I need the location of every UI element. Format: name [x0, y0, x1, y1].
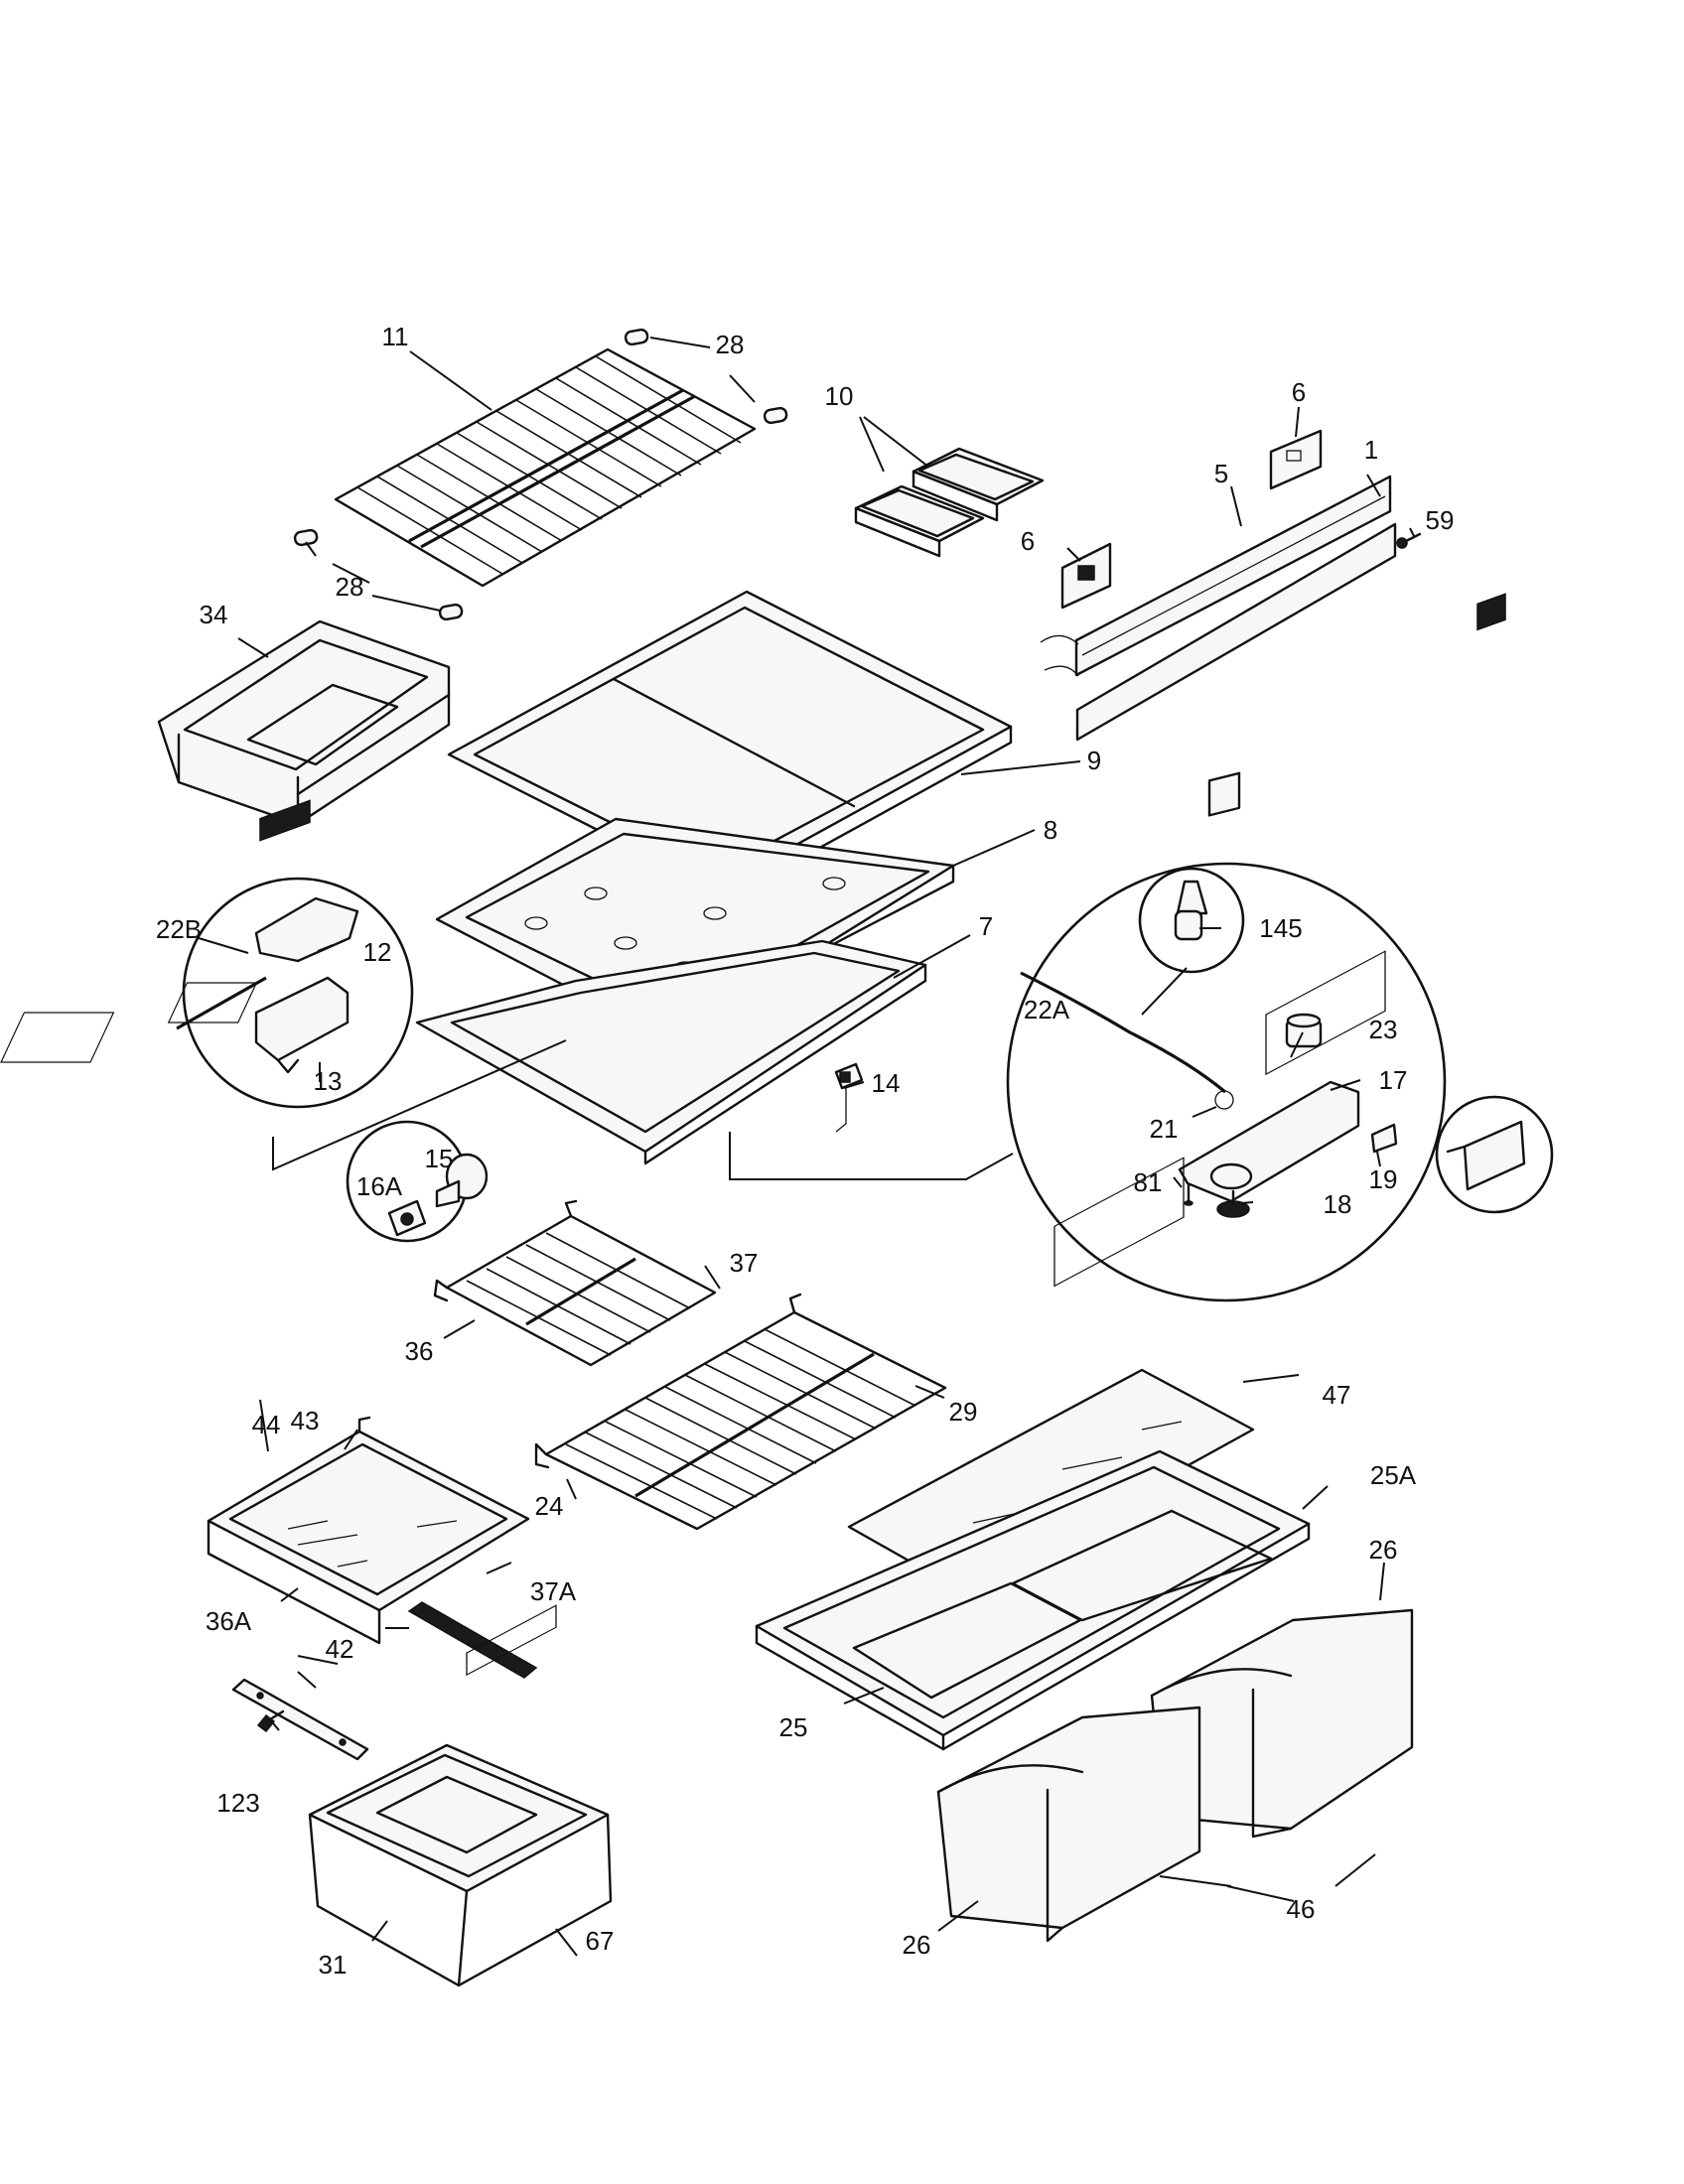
- label-26-top: 26: [1369, 1535, 1398, 1565]
- label-7: 7: [979, 911, 993, 941]
- label-123: 123: [216, 1788, 259, 1818]
- label-24: 24: [535, 1491, 564, 1521]
- part-36-small-shelf: [433, 1199, 717, 1367]
- label-6-mid: 6: [1021, 526, 1035, 556]
- part-25-crisper-frame: [755, 1449, 1311, 1751]
- label-22A: 22A: [1024, 995, 1070, 1024]
- label-28-bottom: 28: [336, 572, 364, 602]
- part-31-crisper: [308, 1604, 613, 1987]
- label-37: 37: [730, 1248, 759, 1278]
- label-9: 9: [1087, 746, 1101, 775]
- label-42: 42: [326, 1634, 354, 1664]
- label-25: 25: [779, 1712, 808, 1742]
- part-34-bin: [157, 619, 451, 826]
- label-12: 12: [363, 937, 392, 967]
- label-28-top: 28: [716, 330, 745, 359]
- label-18: 18: [1324, 1189, 1352, 1219]
- part-24-large-shelf: [534, 1293, 947, 1531]
- label-43: 43: [291, 1406, 320, 1435]
- label-67: 67: [586, 1926, 615, 1956]
- label-16A: 16A: [356, 1171, 403, 1201]
- label-26-bottom: 26: [903, 1930, 931, 1960]
- label-6-top: 6: [1292, 377, 1306, 407]
- label-13: 13: [314, 1066, 343, 1096]
- label-47: 47: [1323, 1380, 1351, 1410]
- label-22B: 22B: [156, 914, 202, 944]
- label-17: 17: [1379, 1065, 1408, 1095]
- leader-lines: [198, 337, 1415, 1957]
- label-145: 145: [1259, 913, 1302, 943]
- part-1-trim-bar: [1075, 522, 1397, 742]
- label-37A: 37A: [530, 1576, 577, 1606]
- part-6-brackets: [1060, 429, 1323, 610]
- callout-circle-switch: [1435, 593, 1554, 1214]
- callout-circle-bulb: [346, 1120, 489, 1243]
- label-29: 29: [949, 1397, 978, 1427]
- part-14-switch: [834, 1062, 864, 1133]
- label-11: 11: [382, 322, 409, 351]
- label-36: 36: [405, 1336, 434, 1366]
- label-36A: 36A: [206, 1606, 252, 1636]
- label-21: 21: [1150, 1114, 1179, 1144]
- label-10: 10: [825, 381, 854, 411]
- label-19: 19: [1369, 1164, 1398, 1194]
- label-46: 46: [1287, 1894, 1316, 1924]
- label-8: 8: [1044, 815, 1057, 845]
- label-34: 34: [200, 600, 228, 629]
- label-23: 23: [1369, 1015, 1398, 1044]
- part-26-drawer-right: [1150, 950, 1414, 1839]
- label-5: 5: [1214, 459, 1228, 488]
- part-labels: 11 28 28 10 6 6 5 1 59 34 9 8 7 22B 12 1…: [156, 322, 1455, 1979]
- label-81: 81: [1134, 1167, 1163, 1197]
- label-15: 15: [425, 1144, 454, 1173]
- part-10-ice-trays: [854, 447, 1045, 558]
- label-44: 44: [252, 1410, 281, 1439]
- label-31: 31: [319, 1950, 348, 1979]
- label-25A: 25A: [1370, 1460, 1417, 1490]
- label-59: 59: [1426, 505, 1455, 535]
- label-1: 1: [1364, 435, 1378, 465]
- part-11-wire-shelf: [293, 328, 788, 621]
- part-36a-glass-shelf: [207, 1416, 538, 1679]
- part-59-screw: [1396, 532, 1422, 549]
- callout-circle-right: [1006, 771, 1447, 1302]
- part-42-rail: [231, 1678, 369, 1761]
- part-7-cover-panel: [0, 939, 927, 1165]
- label-14: 14: [872, 1068, 901, 1098]
- part-5-trim-strip: [1040, 475, 1392, 677]
- part-26-drawer-left: [936, 1157, 1201, 1943]
